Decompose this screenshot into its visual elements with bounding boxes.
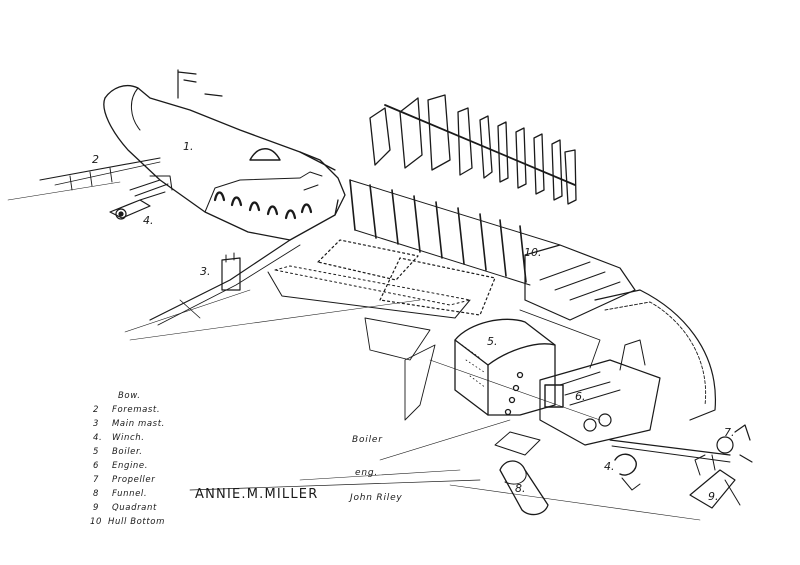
hull-frames [349, 94, 577, 286]
construction-lines [129, 299, 701, 521]
legend-label-2: Foremast. [112, 405, 160, 415]
callout-4-winch: 4. [143, 214, 154, 227]
callout-2: 2 [92, 153, 99, 166]
callout-10: 10. [524, 246, 542, 259]
artist-credit: John Riley [348, 493, 403, 503]
legend-num-8: 8 [93, 489, 99, 499]
quadrant [689, 454, 741, 509]
legend-label-6: Engine. [112, 461, 148, 471]
boiler [454, 318, 556, 416]
legend-label-3: Main mast. [112, 419, 165, 429]
main-mast [124, 239, 301, 333]
callout-1: 1. [183, 140, 194, 153]
callout-3: 3. [200, 265, 211, 278]
callouts: 1. 2 3. 4. 5. 6. 4. 7. 8. 9. 10. [92, 140, 735, 503]
callout-5: 5. [487, 335, 498, 348]
callout-4-engine: 4. [604, 460, 615, 473]
funnel [494, 431, 549, 516]
ship-title: ANNIE.M.MILLER [195, 487, 318, 502]
boiler-note: Boiler [352, 435, 383, 445]
legend-label-7: Propeller [112, 475, 155, 485]
hull-plates [267, 239, 496, 421]
legend-label-5: Boiler. [112, 447, 143, 457]
callout-8: 8. [515, 482, 526, 495]
legend-num-7: 7 [93, 475, 99, 485]
stern-hull [519, 244, 716, 421]
callout-6: 6. [575, 390, 586, 403]
legend-num-2: 2 [93, 405, 99, 415]
legend-num-9: 9 [93, 503, 99, 513]
winch [109, 175, 173, 220]
legend-num-4: 4. [93, 433, 102, 443]
legend-label-1: Bow. [118, 391, 141, 401]
foremast [7, 157, 161, 201]
eng-note: eng. [355, 468, 378, 478]
legend-label-4: Winch. [112, 433, 145, 443]
legend-label-10: Hull Bottom [108, 517, 165, 527]
propeller [609, 424, 753, 491]
legend-label-8: Funnel. [112, 489, 147, 499]
callout-7: 7. [724, 426, 735, 439]
legend-num-3: 3 [93, 419, 99, 429]
legend-label-9: Quadrant [112, 503, 157, 513]
callout-9: 9. [708, 490, 719, 503]
legend-num-10: 10 [90, 517, 102, 527]
engine [539, 339, 661, 446]
title-underline [189, 479, 481, 491]
legend-num-5: 5 [93, 447, 99, 457]
legend: Bow. 2 Foremast. 3 Main mast. 4. Winch. … [90, 391, 165, 527]
bow-section [103, 69, 346, 241]
legend-num-6: 6 [93, 461, 99, 471]
